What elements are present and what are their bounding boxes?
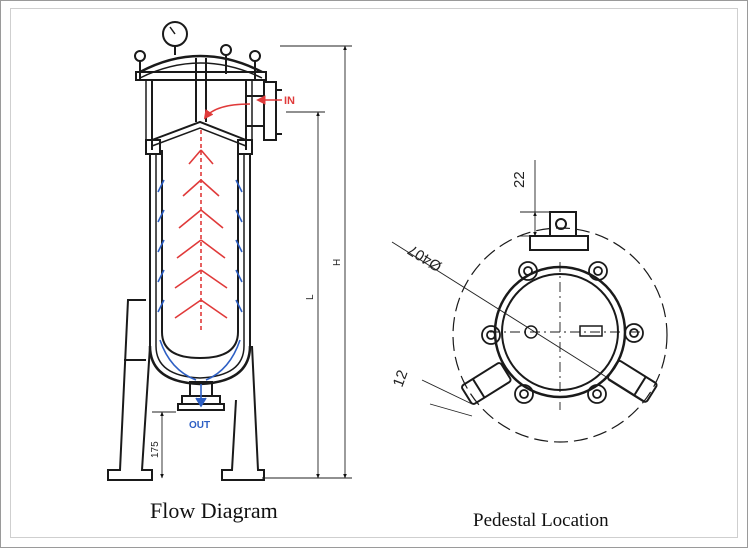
flow-diagram-caption: Flow Diagram	[150, 498, 278, 523]
dimension-22-label: 22	[511, 171, 528, 188]
pedestal-plan-view	[452, 211, 668, 443]
filter-housing	[107, 21, 282, 481]
inlet-flow-arrows	[174, 95, 282, 332]
dimension-l-label: L	[305, 294, 316, 300]
inner-border	[10, 8, 738, 538]
in-label: IN	[284, 95, 295, 107]
pedestal-dimension-lines	[391, 160, 647, 417]
out-label: OUT	[189, 420, 210, 431]
outlet-flow-arrows	[157, 179, 243, 408]
dimension-lines	[152, 45, 352, 479]
dimension-h-label: H	[332, 259, 343, 266]
pedestal-location-caption: Pedestal Location	[473, 510, 609, 531]
dimension-12-label: 12	[390, 368, 412, 389]
dimension-407-label: Ø407	[405, 241, 445, 275]
dimension-175-label: 175	[150, 441, 161, 458]
